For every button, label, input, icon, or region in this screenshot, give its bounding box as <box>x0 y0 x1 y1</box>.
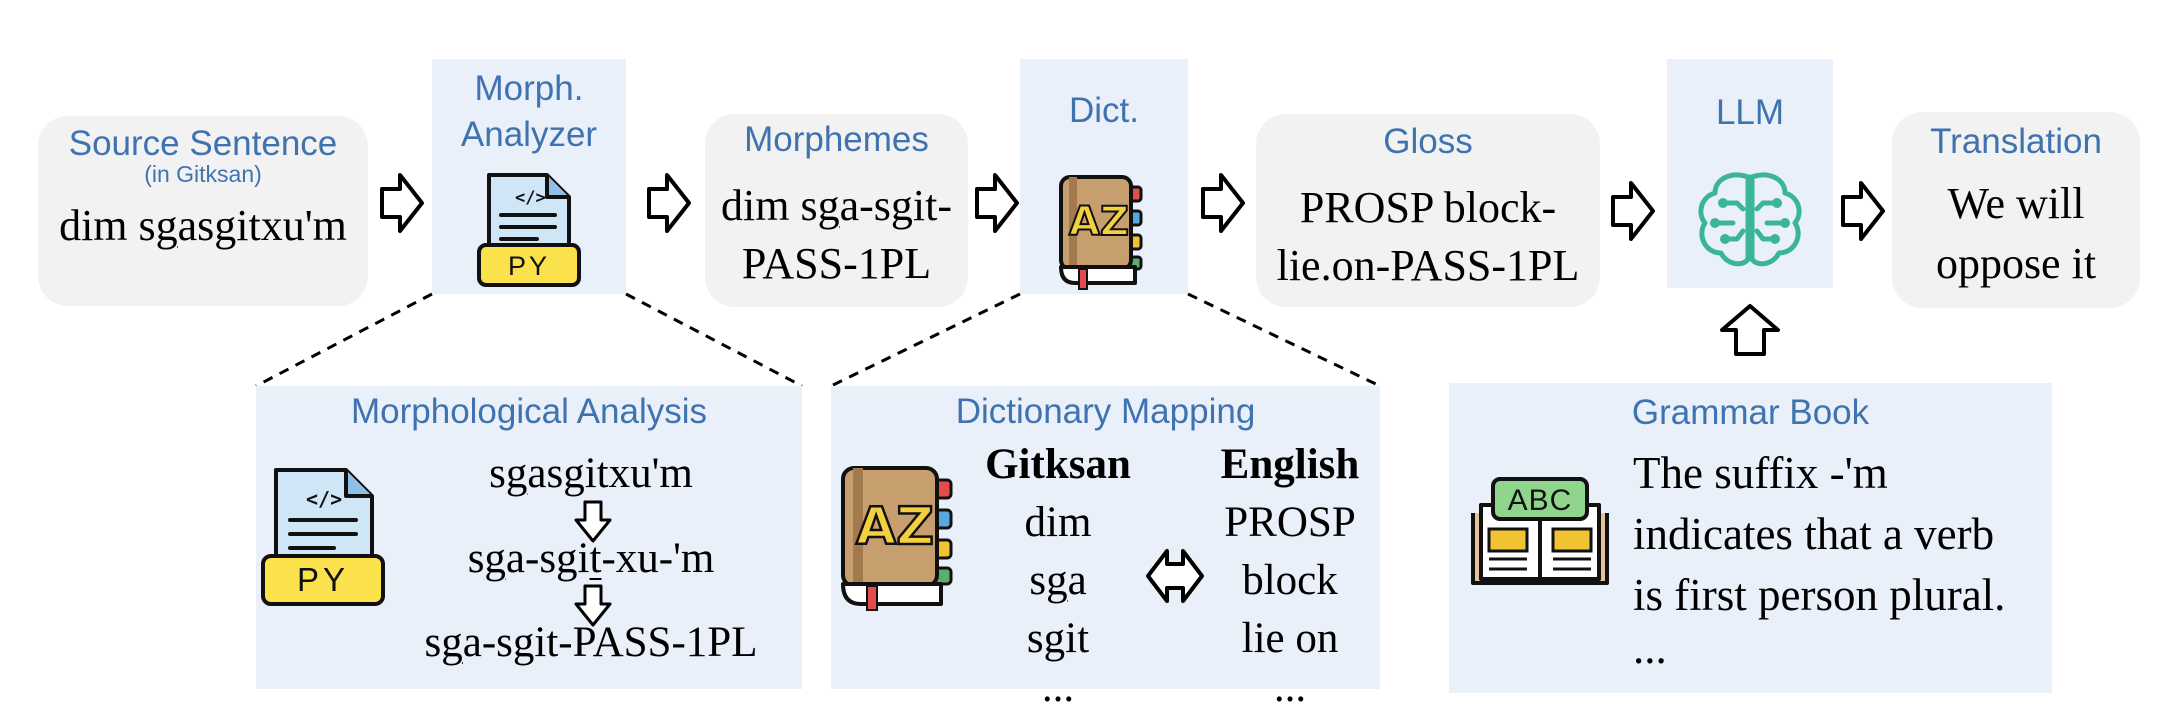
source-sentence: dim sgasgitxu'm <box>59 201 347 250</box>
arrow-right-icon <box>975 173 1019 233</box>
arrow-up-icon <box>1720 304 1780 356</box>
gloss-line2: lie.on-PASS-1PL <box>1276 241 1580 290</box>
analysis-step3: sga-sgit-PASS-1PL <box>424 619 758 666</box>
gitksan-row: sgit <box>1026 615 1090 662</box>
python-file-icon: </> PY <box>261 468 385 606</box>
gitksan-header: Gitksan <box>985 441 1131 488</box>
source-subtitle: (in Gitksan) <box>144 161 262 187</box>
translation-title: Translation <box>1930 122 2102 161</box>
ai-brain-icon <box>1698 172 1802 267</box>
morphemes-line1: dim sga-sgit- <box>721 181 952 230</box>
dict-title: Dict. <box>1069 91 1139 130</box>
english-row: ... <box>1273 664 1307 711</box>
dict-mapping-title: Dictionary Mapping <box>955 392 1256 431</box>
morphemes-title: Morphemes <box>744 120 929 159</box>
english-column: English PROSP block lie on ... <box>1205 436 1375 711</box>
morph-analysis-title: Morphological Analysis <box>350 392 707 431</box>
translation-line2: oppose it <box>1935 239 2097 288</box>
grammar-book-title: Grammar Book <box>1631 393 1870 432</box>
gitksan-row: sga <box>1029 557 1087 604</box>
arrow-right-icon <box>1201 173 1245 233</box>
morphemes-line2: PASS-1PL <box>741 239 932 288</box>
translation-box: Translation We will oppose it <box>1892 112 2140 308</box>
svg-text:</>: </> <box>306 487 342 511</box>
dict-box: Dict. AZ <box>1020 59 1188 294</box>
arrow-down-icon <box>574 584 612 627</box>
dictionary-book-icon: AZ <box>841 466 953 611</box>
english-row: lie on <box>1241 615 1339 662</box>
dictionary-mapping-panel: Dictionary Mapping AZ Gitksan dim sga sg… <box>831 386 1380 709</box>
analyzer-title-line2: Analyzer <box>460 115 598 154</box>
grammar-line: indicates that a verb <box>1633 509 1995 559</box>
svg-text:ABC: ABC <box>1508 484 1573 517</box>
english-row: PROSP <box>1224 499 1356 546</box>
gloss-title: Gloss <box>1383 122 1473 161</box>
llm-box: LLM <box>1667 59 1833 288</box>
arrow-right-icon <box>1841 181 1885 241</box>
morphemes-box: Morphemes dim sga-sgit- PASS-1PL <box>705 114 968 307</box>
english-header: English <box>1220 441 1360 488</box>
svg-text:</>: </> <box>515 188 546 208</box>
grammar-book-icon: ABC <box>1471 477 1609 585</box>
analysis-step1: sgasgitxu'm <box>489 450 693 497</box>
grammar-line: is first person plural. <box>1633 570 2006 620</box>
svg-text:PY: PY <box>297 561 349 598</box>
llm-title: LLM <box>1715 93 1785 132</box>
svg-text:AZ: AZ <box>1069 199 1129 245</box>
gitksan-row: ... <box>1041 664 1075 711</box>
grammar-text: The suffix -'m indicates that a verb is … <box>1633 443 2006 673</box>
dictionary-book-icon: AZ <box>1059 175 1143 290</box>
arrow-right-icon <box>647 173 691 233</box>
morphological-analysis-panel: Morphological Analysis </> PY sgasgitxu'… <box>256 386 802 689</box>
arrow-right-icon <box>1611 181 1655 241</box>
source-sentence-box: Source Sentence (in Gitksan) dim sgasgit… <box>38 116 368 306</box>
gloss-box: Gloss PROSP block- lie.on-PASS-1PL <box>1256 114 1600 307</box>
translation-line1: We will <box>1947 179 2085 228</box>
arrow-down-icon <box>574 500 612 543</box>
analysis-step2: sga-sgit-xu-'m <box>467 535 715 582</box>
python-file-icon: </> PY <box>477 173 581 287</box>
analyzer-title-line1: Morph. <box>474 69 584 108</box>
double-arrow-icon <box>1146 549 1204 603</box>
svg-text:PY: PY <box>508 251 550 281</box>
arrow-right-icon <box>380 173 424 233</box>
english-row: block <box>1242 557 1338 604</box>
svg-text:AZ: AZ <box>856 497 934 557</box>
gitksan-column: Gitksan dim sga sgit ... <box>973 436 1143 711</box>
grammar-book-panel: Grammar Book ABC The suffix -'m indicate… <box>1449 383 2052 693</box>
grammar-line: ... <box>1633 623 1667 673</box>
grammar-line: The suffix -'m <box>1633 448 1888 498</box>
morph-analyzer-box: Morph. Analyzer </> PY <box>432 59 626 294</box>
gloss-line1: PROSP block- <box>1299 183 1557 232</box>
source-title: Source Sentence <box>68 124 338 163</box>
gitksan-row: dim <box>1024 499 1092 546</box>
